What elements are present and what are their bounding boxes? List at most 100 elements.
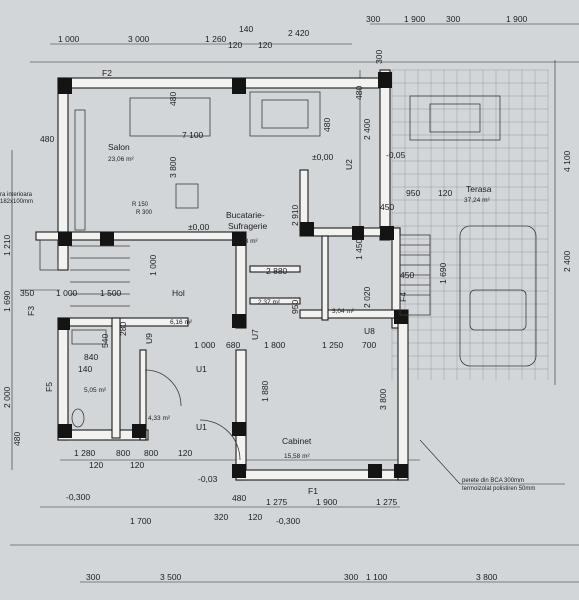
dim-1000-a: 1 000 bbox=[56, 288, 78, 298]
bottom-dim-1275-a: 1 275 bbox=[266, 497, 288, 507]
bottom-dim-120-d: 120 bbox=[248, 512, 262, 522]
dim-7100: 7 100 bbox=[182, 130, 204, 140]
dim-280: 280 bbox=[118, 322, 128, 336]
dim-2020: 2 020 bbox=[362, 286, 372, 308]
room-salon-area: 23,06 m² bbox=[108, 156, 134, 163]
wall-note-line2: termoizolat polistiren 50mm bbox=[462, 486, 535, 492]
room-cabinet-area: 15,58 m² bbox=[284, 453, 310, 460]
dim-1000-b: 1 000 bbox=[148, 254, 158, 276]
room-hol-name: Hol bbox=[172, 288, 185, 298]
code-f5: F5 bbox=[44, 382, 54, 392]
bottom-dim-1900: 1 900 bbox=[316, 497, 338, 507]
room-bucatarie-name-line2: Sufragerie bbox=[228, 221, 267, 231]
left-dim-480-a: 480 bbox=[40, 134, 54, 144]
dim-1690: 1 690 bbox=[438, 262, 448, 284]
top-dim-1900-a: 1 900 bbox=[404, 14, 426, 24]
bottom-dim-1700: 1 700 bbox=[130, 516, 152, 526]
dim-1880: 1 880 bbox=[260, 380, 270, 402]
code-f3: F3 bbox=[26, 306, 36, 316]
wall-note-line1: perete din BCA 300mm bbox=[462, 478, 524, 484]
bottom-dim-300-a: 300 bbox=[86, 572, 100, 582]
bottom-dim-120-c: 120 bbox=[178, 448, 192, 458]
code-f1: F1 bbox=[308, 486, 318, 496]
dim-540: 540 bbox=[100, 334, 110, 348]
dim-1250: 1 250 bbox=[322, 340, 344, 350]
level-4: -0,03 bbox=[198, 474, 218, 484]
code-u1-a: U1 bbox=[196, 364, 207, 374]
code-f2: F2 bbox=[102, 68, 112, 78]
left-note-line1: ra interioara bbox=[0, 192, 33, 198]
furniture bbox=[39, 91, 537, 461]
code-u9: U9 bbox=[144, 333, 154, 344]
terrace-tile-grid bbox=[391, 69, 549, 380]
dim-1500: 1 500 bbox=[100, 288, 122, 298]
room-salon-name: Salon bbox=[108, 142, 130, 152]
dim-1800: 1 800 bbox=[264, 340, 286, 350]
dim-350: 350 bbox=[20, 288, 34, 298]
room-debara-area: 4,33 m² bbox=[148, 415, 171, 422]
right-dim-2400: 2 400 bbox=[562, 250, 572, 272]
dim-300-inner: 300 bbox=[374, 50, 384, 64]
dim-950-a: 950 bbox=[406, 188, 420, 198]
dim-480-right: 480 bbox=[354, 86, 364, 100]
bottom-dim-120-b: 120 bbox=[130, 460, 144, 470]
room-labels: Salon 23,06 m² Bucatarie- Sufragerie 12,… bbox=[84, 142, 492, 460]
top-dim-1000: 1 000 bbox=[58, 34, 80, 44]
left-dimensions: 480 1 210 1 690 2 000 480 bbox=[2, 134, 54, 446]
room-baie-area: 5,05 m² bbox=[84, 387, 107, 394]
bottom-dim-3500: 3 500 bbox=[160, 572, 182, 582]
room-bucatarie-area: 12,23 m² bbox=[232, 238, 258, 245]
room-camara1-area: 2,37 m² bbox=[258, 299, 281, 306]
bottom-dim-120-a: 120 bbox=[89, 460, 103, 470]
bottom-dim-1275-b: 1 275 bbox=[376, 497, 398, 507]
bottom-dim-800-a: 800 bbox=[116, 448, 130, 458]
top-dim-3000: 3 000 bbox=[128, 34, 150, 44]
dim-450-a: 450 bbox=[380, 202, 394, 212]
right-dimensions: 4 100 2 400 bbox=[562, 150, 572, 272]
code-f4: F4 bbox=[398, 292, 408, 302]
room-cabinet-name: Cabinet bbox=[282, 436, 312, 446]
top-dim-300-b: 300 bbox=[446, 14, 460, 24]
window-door-codes: F1 F2 F3 F4 F5 U1 U1 U2 U7 U8 U9 bbox=[26, 68, 408, 496]
left-dim-2000: 2 000 bbox=[2, 386, 12, 408]
code-u2: U2 bbox=[344, 159, 354, 170]
top-dim-120-b: 120 bbox=[258, 40, 272, 50]
notes: perete din BCA 300mm termoizolat polisti… bbox=[0, 192, 565, 492]
dim-700: 700 bbox=[362, 340, 376, 350]
left-dim-480-b: 480 bbox=[12, 432, 22, 446]
top-dimensions: 300 1 900 300 1 900 1 000 3 000 1 260 14… bbox=[58, 14, 528, 50]
left-dim-1690: 1 690 bbox=[2, 290, 12, 312]
columns bbox=[58, 72, 408, 478]
room-hol-area: 6,16 m² bbox=[170, 319, 193, 326]
bottom-dim-800-b: 800 bbox=[144, 448, 158, 458]
dim-1450: 1 450 bbox=[354, 238, 364, 260]
dim-480-salon: 480 bbox=[168, 92, 178, 106]
dim-680: 680 bbox=[226, 340, 240, 350]
top-dim-300-a: 300 bbox=[366, 14, 380, 24]
room-camara2-area: 3,04 m² bbox=[332, 308, 355, 315]
bottom-dimensions: 1 280 800 120 800 120 120 1 700 480 1 27… bbox=[74, 448, 498, 582]
bottom-dim-320: 320 bbox=[214, 512, 228, 522]
dim-2400-mid: 2 400 bbox=[362, 118, 372, 140]
dim-r300: R 300 bbox=[136, 210, 153, 216]
bottom-dim-300-b: 300 bbox=[344, 572, 358, 582]
room-bucatarie-name-line1: Bucatarie- bbox=[226, 210, 265, 220]
interior-dimensions: 7 100 480 480 480 3 800 2 910 2 400 1 00… bbox=[20, 50, 452, 410]
code-u7: U7 bbox=[250, 329, 260, 340]
dim-480-mid: 480 bbox=[322, 118, 332, 132]
bottom-dim-1100: 1 100 bbox=[366, 572, 388, 582]
code-u1-b: U1 bbox=[196, 422, 207, 432]
top-dim-140: 140 bbox=[239, 24, 253, 34]
level-5: -0,300 bbox=[66, 492, 90, 502]
right-dim-4100: 4 100 bbox=[562, 150, 572, 172]
top-dim-1900-b: 1 900 bbox=[506, 14, 528, 24]
dim-2880: 2 880 bbox=[266, 266, 288, 276]
code-u8: U8 bbox=[364, 326, 375, 336]
room-terasa-area: 37,24 m² bbox=[464, 197, 490, 204]
dim-840: 840 bbox=[84, 352, 98, 362]
left-dim-1210: 1 210 bbox=[2, 234, 12, 256]
room-terasa-name: Terasa bbox=[466, 184, 492, 194]
dim-2910: 2 910 bbox=[290, 204, 300, 226]
top-dim-2420: 2 420 bbox=[288, 28, 310, 38]
